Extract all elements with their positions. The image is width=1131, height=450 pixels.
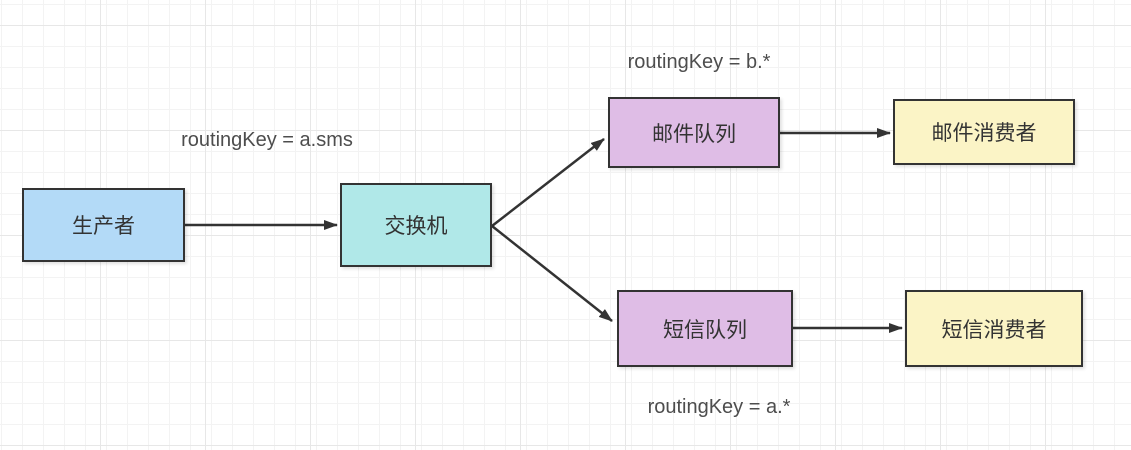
node-exchange: 交换机 bbox=[340, 183, 492, 267]
node-sms-queue-label: 短信队列 bbox=[663, 318, 747, 342]
node-mail-queue-label: 邮件队列 bbox=[652, 122, 736, 146]
node-mail-consumer: 邮件消费者 bbox=[893, 99, 1075, 165]
node-sms-consumer-label: 短信消费者 bbox=[941, 318, 1047, 342]
node-mail-consumer-label: 邮件消费者 bbox=[931, 122, 1037, 145]
node-sms-queue: 短信队列 bbox=[617, 290, 793, 367]
node-sms-consumer: 短信消费者 bbox=[905, 290, 1083, 367]
edge-exchange-mail-queue bbox=[491, 138, 605, 227]
routing-key-label-a-sms: routingKey = a.sms bbox=[181, 129, 353, 151]
node-producer-label: 生产者 bbox=[72, 215, 135, 238]
node-producer: 生产者 bbox=[22, 188, 185, 262]
node-mail-queue: 邮件队列 bbox=[608, 97, 780, 168]
edge-exchange-sms-queue bbox=[491, 225, 613, 322]
routing-key-label-b-star: routingKey = b.* bbox=[627, 51, 771, 73]
node-exchange-label: 交换机 bbox=[384, 215, 448, 238]
routing-key-label-a-star: routingKey = a.* bbox=[647, 396, 791, 418]
